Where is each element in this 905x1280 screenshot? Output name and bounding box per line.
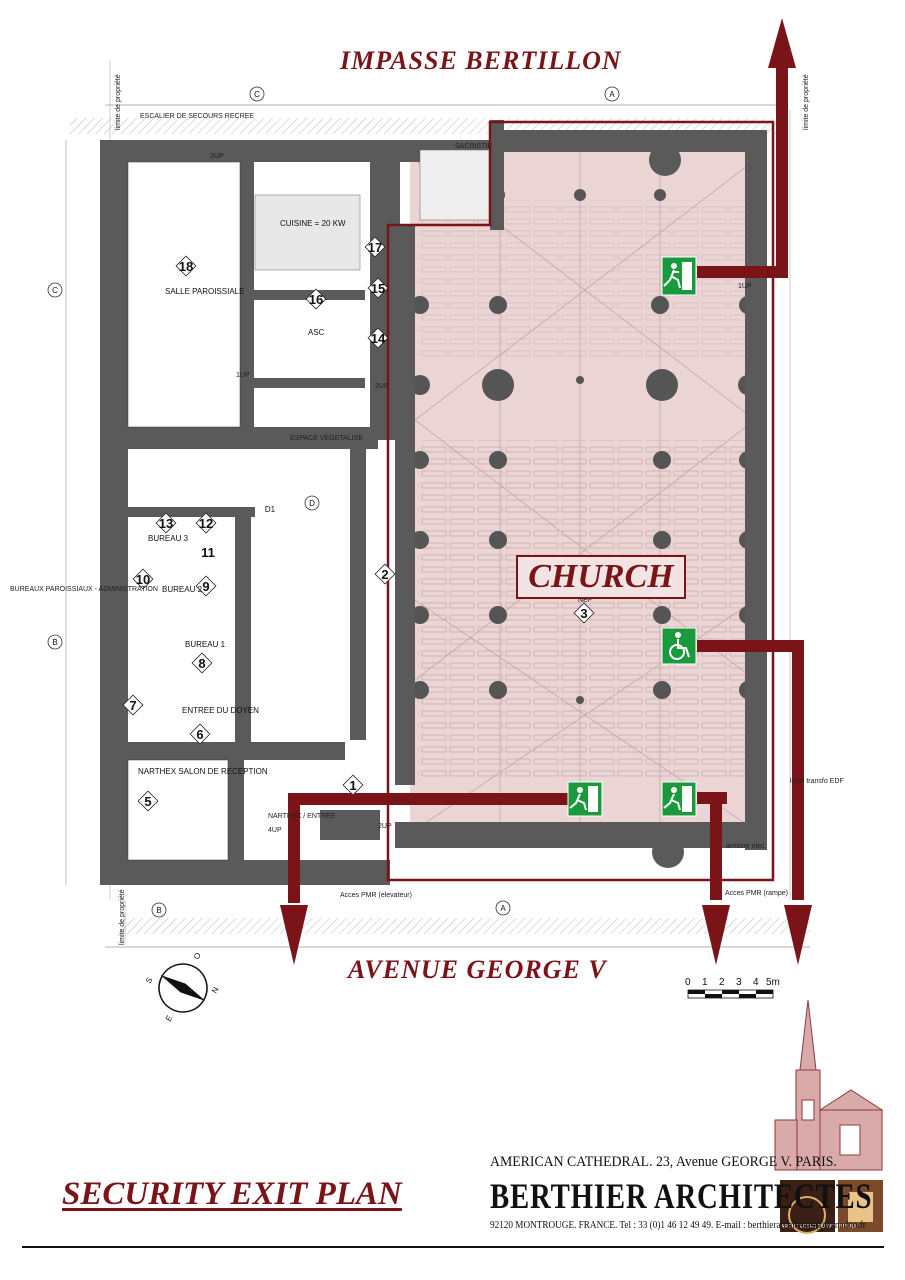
sacristie-label: SACRISTIE [455, 143, 492, 150]
cathedral-sketch-icon [774, 999, 884, 1171]
property-limit-right: limite de propriété [803, 74, 810, 130]
emergency-exit-icon [661, 781, 697, 817]
room-number-14: 14 [371, 331, 386, 346]
acces-pmr-rampe-label: Acces PMR (rampe) [725, 890, 788, 897]
cuisine-room [254, 194, 361, 271]
room-number-2: 2 [381, 567, 388, 582]
emergency-exit-icon [661, 256, 697, 296]
church-pillars [410, 188, 758, 704]
espace-vegetalise-label: ESPACE VEGETALISE [290, 435, 363, 442]
room-number-6: 6 [196, 727, 203, 742]
room-markers [122, 236, 595, 812]
exit-arrow-southwest [280, 905, 308, 965]
room-number-11: 11 [201, 545, 215, 560]
footer-rule [22, 1246, 884, 1248]
room-number-12: 12 [199, 516, 213, 531]
exit-routes [280, 18, 812, 965]
up-label-5: 2UP [378, 823, 392, 830]
scale-tick-0: 0 [685, 977, 691, 988]
armoire-label: armoire elec. [726, 843, 767, 850]
room-name-8: BUREAU 1 [185, 640, 226, 649]
up-label-6: 4UP [268, 827, 282, 834]
firm-name: BERTHIER ARCHITECTES [490, 1176, 873, 1216]
transfo-label: local transfo EDF [790, 778, 844, 785]
compass-o: O [192, 951, 203, 961]
scale-bar [687, 989, 774, 999]
room-number-9: 9 [202, 579, 209, 594]
axis-label-a-top: A [609, 90, 615, 99]
compass-icon [158, 963, 208, 1013]
room-name-18: SALLE PAROISSIALE [165, 287, 244, 296]
room-number-10: 10 [136, 572, 150, 587]
room-number-1: 1 [349, 778, 356, 793]
room-number-13: 13 [159, 516, 173, 531]
room-name-13: BUREAU 3 [148, 534, 189, 543]
salle-paroissiale-room [127, 161, 241, 428]
church-boundary [386, 120, 775, 882]
vault-lines [414, 150, 756, 831]
scale-tick-5: 5m [766, 977, 780, 988]
up-label-2: 2UP [210, 153, 224, 160]
church-walls [395, 120, 767, 868]
up-label-4: 2UP [375, 383, 389, 390]
scale-tick-1: 1 [702, 977, 708, 988]
wheelchair-exit-icon [661, 627, 697, 665]
annex-walls [100, 140, 490, 885]
axis-label-b-left: B [52, 638, 57, 647]
room-name-6: ENTREE DU DOYEN [182, 706, 259, 715]
emergency-exit-icon [567, 781, 603, 817]
firm-contact: 92120 MONTROUGE. FRANCE. Tel : 33 (0)1 4… [490, 1220, 866, 1231]
up-label-1: 1UP [738, 283, 752, 290]
room-number-17: 17 [368, 240, 382, 255]
room-number-7: 7 [129, 698, 136, 713]
axis-label-b-bottom: B [156, 906, 161, 915]
room-number-18: 18 [179, 259, 193, 274]
axis-label-d: D [309, 499, 315, 508]
room-number-16: 16 [309, 292, 323, 307]
exit-arrow-southeast [702, 905, 730, 965]
sacristie-room [419, 149, 491, 221]
compass-n: N [210, 985, 221, 995]
axis-label-c-left: C [52, 286, 58, 295]
room-number-5: 5 [144, 794, 151, 809]
compass-e: E [164, 1014, 174, 1023]
room-number-8: 8 [198, 656, 205, 671]
scale-tick-3: 3 [736, 977, 742, 988]
room-name-5: NARTHEX SALON DE RECEPTION [138, 767, 268, 776]
exit-arrow-east-south [784, 905, 812, 965]
street-south: AVENUE GEORGE V [348, 955, 607, 984]
room-number-3: 3 [580, 606, 587, 621]
escalier-label: ESCALIER DE SECOURS RECREE [140, 113, 254, 120]
axis-label-a-bottom: A [500, 904, 506, 913]
street-north: IMPASSE BERTILLON [340, 46, 622, 75]
scale-tick-2: 2 [719, 977, 725, 988]
nef-label: NEF [578, 597, 592, 604]
acces-pmr-elevateur-label: Acces PMR (elevateur) [340, 892, 412, 899]
project-address: AMERICAN CATHEDRAL. 23, Avenue GEORGE V.… [490, 1154, 837, 1170]
room-name-16: ASC [308, 328, 325, 337]
room-number-15: 15 [371, 281, 385, 296]
room-name-17: CUISINE = 20 KW [280, 219, 346, 228]
exit-arrow-north [768, 18, 796, 68]
narthex-entree-label: NARTHEX / ENTREE [268, 813, 336, 820]
axis-label-c-top: C [254, 90, 260, 99]
scale-tick-4: 4 [753, 977, 759, 988]
heritage-logo-text: ARCHITECTES DU PATRIMOINE [781, 1224, 857, 1230]
room-name-9: BUREAU 2 [162, 585, 203, 594]
compass-s: S [144, 976, 154, 985]
heritage-logo-icon: ARCHITECTES DU PATRIMOINE [780, 1180, 883, 1234]
axis-markers [47, 86, 620, 918]
security-exit-plan-title: SECURITY EXIT PLAN [62, 1176, 402, 1212]
axis-label-d1: D1 [265, 505, 276, 514]
salon-reception-room [127, 759, 229, 861]
church-label: CHURCH [516, 555, 686, 599]
property-limit-bottom: limite de propriété [119, 889, 126, 945]
up-label-3: 1UP [236, 372, 250, 379]
property-limit-top: limite de propriété [115, 74, 122, 130]
bureaux-label: BUREAUX PAROISSIAUX - ADMINISTRATION [10, 586, 158, 593]
